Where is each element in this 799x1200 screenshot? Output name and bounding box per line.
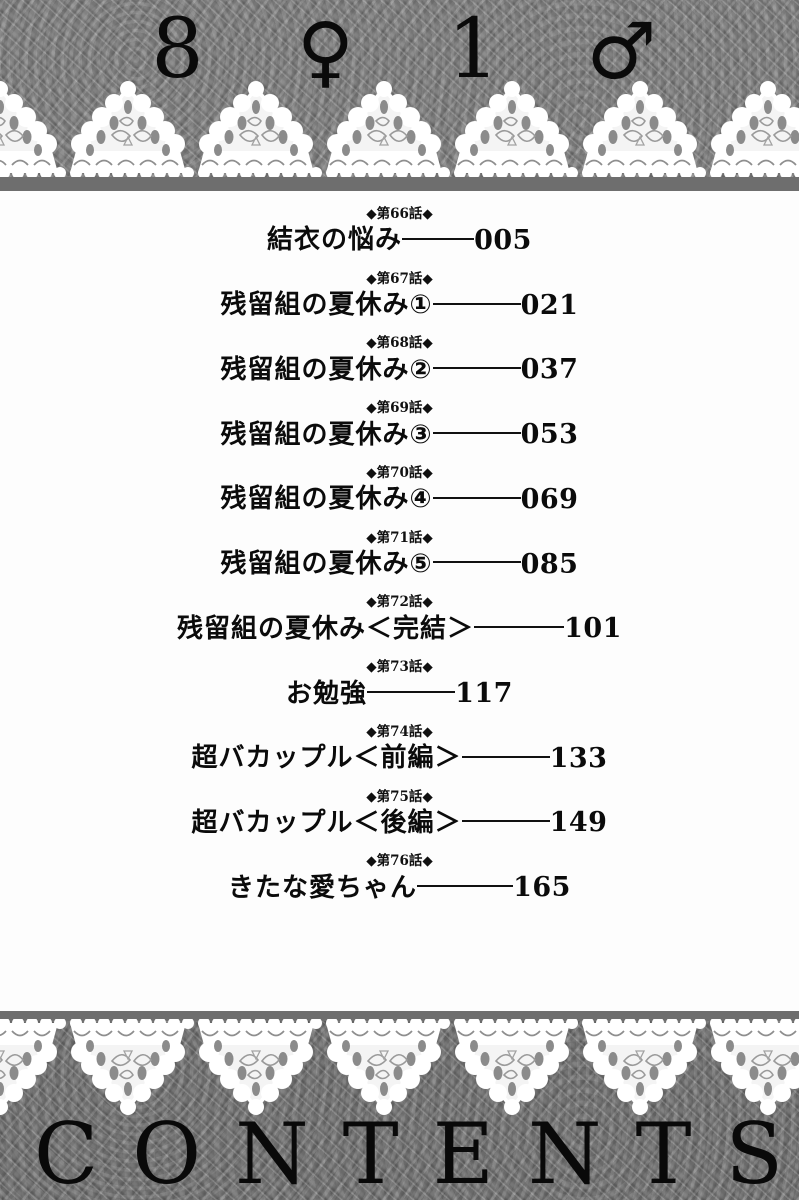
page-number: 069 [520,483,579,515]
toc-entry-line: 結衣の悩み 005 [0,225,799,257]
toc-entry-line: きたな愛ちゃん 165 [0,872,799,904]
dot-leader [432,561,521,564]
page-number: 053 [520,419,579,451]
chapter-title[interactable]: 残留組の夏休み④ [220,484,433,515]
dot-leader [402,237,475,240]
book-title: 8 ♀ 1 ♂ [0,0,799,108]
toc-entry[interactable]: ◆第72話◆ 残留組の夏休み＜完結＞ 101 [0,594,799,645]
chapter-number-label: ◆第75話◆ [366,788,433,805]
male-symbol-icon: ♂ [586,7,657,97]
toc-entry[interactable]: ◆第68話◆ 残留組の夏休み② 037 [0,335,799,386]
page-number: 133 [549,742,608,774]
chapter-number-label: ◆第76話◆ [366,853,433,870]
chapter-number-label: ◆第67話◆ [366,270,433,287]
dot-leader [432,302,521,305]
banner-base-strip [0,177,799,191]
toc-entry-line: 残留組の夏休み② 037 [0,354,799,386]
toc-entry-line: 残留組の夏休み＜完結＞ 101 [0,613,799,645]
toc-entry-line: お勉強 117 [0,678,799,710]
dot-leader [432,367,521,370]
toc-entry[interactable]: ◆第74話◆ 超バカップル＜前編＞ 133 [0,724,799,775]
chapter-number-label: ◆第74話◆ [366,723,433,740]
chapter-number-label: ◆第71話◆ [366,529,433,546]
chapter-number-label: ◆第72話◆ [366,594,433,611]
chapter-number-label: ◆第68話◆ [366,335,433,352]
toc-entry[interactable]: ◆第75話◆ 超バカップル＜後編＞ 149 [0,789,799,840]
chapter-number-label: ◆第69話◆ [366,400,433,417]
chapter-title[interactable]: 残留組の夏休み⑤ [220,549,433,580]
dot-leader [367,690,456,693]
chapter-title[interactable]: 残留組の夏休み① [220,290,433,321]
chapter-title[interactable]: きたな愛ちゃん [228,872,418,903]
chapter-title[interactable]: 残留組の夏休み② [220,354,433,385]
toc-entry-line: 残留組の夏休み⑤ 085 [0,549,799,581]
page-number: 021 [520,289,579,321]
page-number: 117 [455,678,513,710]
page-number: 085 [520,548,579,580]
toc-entry[interactable]: ◆第73話◆ お勉強 117 [0,659,799,710]
chapter-title[interactable]: 結衣の悩み [267,225,403,256]
banner-base-strip-bottom [0,1011,799,1021]
toc-entry-line: 残留組の夏休み③ 053 [0,419,799,451]
bottom-decorative-banner: CONTENTS [0,1011,799,1200]
top-decorative-banner: 8 ♀ 1 ♂ [0,0,799,191]
page-number: 149 [549,807,608,839]
page-number: 165 [513,872,571,904]
contents-heading: CONTENTS [34,1105,799,1200]
chapter-title[interactable]: 超バカップル＜前編＞ [191,743,462,774]
page-number: 101 [564,613,622,645]
chapter-title[interactable]: 残留組の夏休み③ [220,419,433,450]
toc-entry-line: 超バカップル＜後編＞ 149 [0,807,799,839]
toc-entry-line: 残留組の夏休み④ 069 [0,484,799,516]
chapter-title[interactable]: 残留組の夏休み＜完結＞ [177,613,475,644]
chapter-number-label: ◆第70話◆ [366,464,433,481]
title-glyph-1: 1 [447,2,500,97]
dot-leader [432,496,521,499]
chapter-title[interactable]: 超バカップル＜後編＞ [191,808,462,839]
toc-entry[interactable]: ◆第69話◆ 残留組の夏休み③ 053 [0,400,799,451]
dot-leader [432,432,521,434]
dot-leader [417,885,514,888]
dot-leader [474,626,565,629]
toc-entry[interactable]: ◆第67話◆ 残留組の夏休み① 021 [0,271,799,322]
toc-entry-line: 超バカップル＜前編＞ 133 [0,743,799,775]
toc-entry-line: 残留組の夏休み① 021 [0,290,799,322]
dot-leader [461,755,550,758]
toc-entry[interactable]: ◆第71話◆ 残留組の夏休み⑤ 085 [0,530,799,581]
table-of-contents: ◆第66話◆ 結衣の悩み 005 ◆第67話◆ 残留組の夏休み① 021 ◆第68話◆ 残留組… [0,206,799,1006]
page-number: 037 [520,354,579,386]
toc-entry[interactable]: ◆第70話◆ 残留組の夏休み④ 069 [0,465,799,516]
page-number: 005 [474,224,532,256]
title-glyph-8: 8 [151,2,204,97]
female-symbol-icon: ♀ [296,7,355,97]
toc-entry[interactable]: ◆第66話◆ 結衣の悩み 005 [0,206,799,257]
toc-entry[interactable]: ◆第76話◆ きたな愛ちゃん 165 [0,853,799,904]
chapter-title[interactable]: お勉強 [286,678,368,709]
chapter-number-label: ◆第73話◆ [366,659,433,676]
chapter-number-label: ◆第66話◆ [366,206,433,222]
dot-leader [461,820,550,823]
